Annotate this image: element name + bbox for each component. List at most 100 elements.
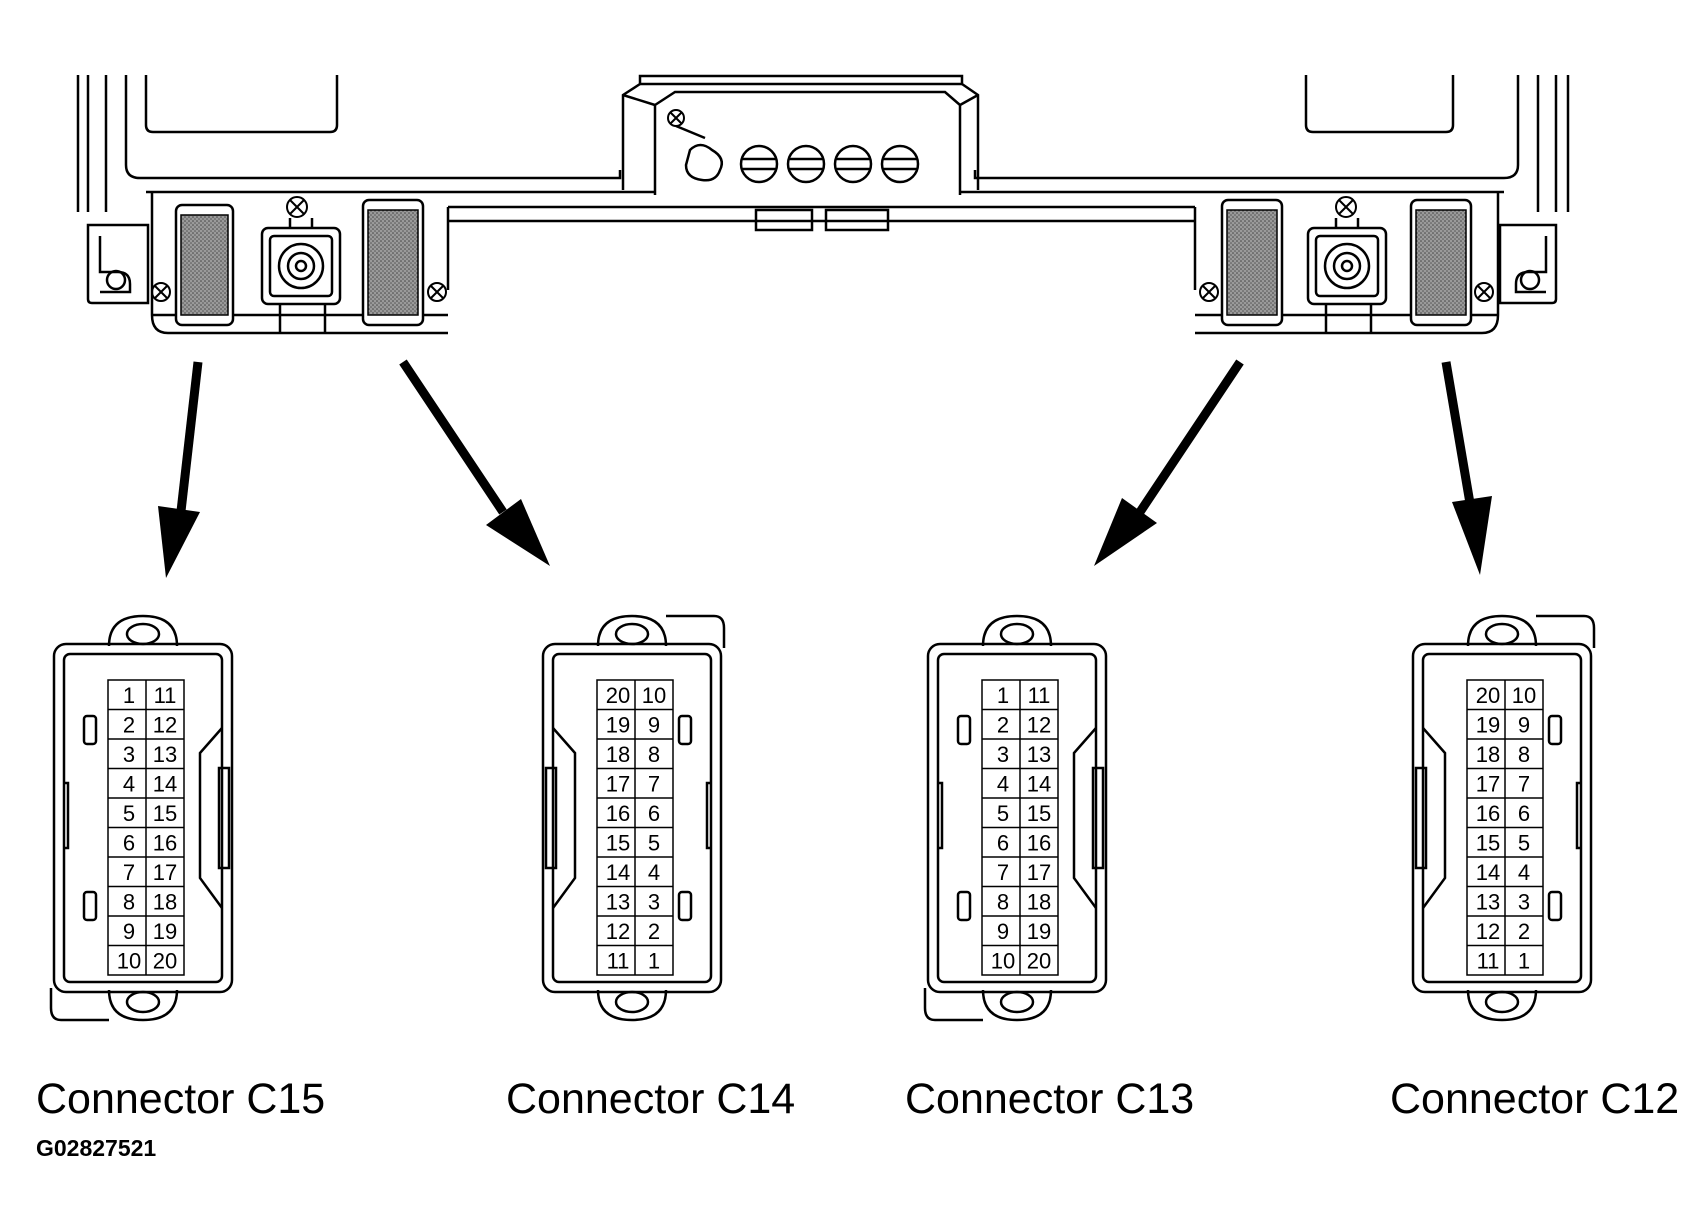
arrow-to-c14 xyxy=(399,359,550,566)
pin-6: 6 xyxy=(123,830,135,855)
pin-17: 17 xyxy=(1027,860,1051,885)
pin-16: 16 xyxy=(606,801,630,826)
pin-8: 8 xyxy=(1518,742,1530,767)
pin-16: 16 xyxy=(153,830,177,855)
pin-4: 4 xyxy=(997,771,1009,796)
pin-1: 1 xyxy=(997,683,1009,708)
arrow-to-c13 xyxy=(1094,359,1244,566)
pin-17: 17 xyxy=(1476,771,1500,796)
pin-11: 11 xyxy=(1477,948,1500,973)
pin-12: 12 xyxy=(606,919,630,944)
pin-1: 1 xyxy=(123,683,135,708)
pin-14: 14 xyxy=(1476,860,1500,885)
module-plug-c12 xyxy=(1409,198,1473,327)
pin-4: 4 xyxy=(648,860,660,885)
pin-2: 2 xyxy=(123,712,135,737)
pin-5: 5 xyxy=(997,801,1009,826)
pin-13: 13 xyxy=(153,742,177,767)
pin-3: 3 xyxy=(997,742,1009,767)
module-plug-c13 xyxy=(1220,198,1284,327)
connector-label-c12: Connector C12 xyxy=(1390,1075,1680,1123)
figure-id: G02827521 xyxy=(36,1135,157,1161)
pin-15: 15 xyxy=(606,830,630,855)
pin-5: 5 xyxy=(123,801,135,826)
pin-14: 14 xyxy=(153,771,177,796)
pin-18: 18 xyxy=(606,742,630,767)
pin-15: 15 xyxy=(1476,830,1500,855)
pin-17: 17 xyxy=(153,860,177,885)
control-module-housing xyxy=(76,74,1570,335)
pin-1: 1 xyxy=(648,948,660,973)
arrow-to-c12 xyxy=(1441,361,1492,575)
pin-11: 11 xyxy=(1028,683,1051,708)
pin-12: 12 xyxy=(1476,919,1500,944)
pin-9: 9 xyxy=(648,712,660,737)
pin-20: 20 xyxy=(153,948,177,973)
pin-13: 13 xyxy=(1476,889,1500,914)
pin-7: 7 xyxy=(997,860,1009,885)
pin-8: 8 xyxy=(123,889,135,914)
pin-3: 3 xyxy=(648,889,660,914)
pin-20: 20 xyxy=(1476,683,1500,708)
pin-7: 7 xyxy=(1518,771,1530,796)
pin-16: 16 xyxy=(1476,801,1500,826)
pin-10: 10 xyxy=(991,948,1015,973)
pin-11: 11 xyxy=(154,683,177,708)
pin-6: 6 xyxy=(648,801,660,826)
pin-13: 13 xyxy=(1027,742,1051,767)
pin-15: 15 xyxy=(1027,801,1051,826)
pin-16: 16 xyxy=(1027,830,1051,855)
pin-12: 12 xyxy=(153,712,177,737)
pin-11: 11 xyxy=(607,948,630,973)
pin-7: 7 xyxy=(123,860,135,885)
pin-6: 6 xyxy=(997,830,1009,855)
pin-4: 4 xyxy=(1518,860,1530,885)
arrow-to-c15 xyxy=(158,361,203,578)
pin-9: 9 xyxy=(997,919,1009,944)
pin-19: 19 xyxy=(1027,919,1051,944)
pin-2: 2 xyxy=(1518,919,1530,944)
pin-2: 2 xyxy=(997,712,1009,737)
pin-6: 6 xyxy=(1518,801,1530,826)
connector-label-c15: Connector C15 xyxy=(36,1075,326,1123)
pin-17: 17 xyxy=(606,771,630,796)
pin-8: 8 xyxy=(997,889,1009,914)
pin-18: 18 xyxy=(1476,742,1500,767)
pin-18: 18 xyxy=(153,889,177,914)
connector-label-c14: Connector C14 xyxy=(506,1075,796,1123)
pin-14: 14 xyxy=(1027,771,1051,796)
pin-5: 5 xyxy=(1518,830,1530,855)
pin-20: 20 xyxy=(606,683,630,708)
pin-19: 19 xyxy=(606,712,630,737)
pin-19: 19 xyxy=(1476,712,1500,737)
pin-4: 4 xyxy=(123,771,135,796)
pin-8: 8 xyxy=(648,742,660,767)
pin-15: 15 xyxy=(153,801,177,826)
pin-10: 10 xyxy=(642,683,666,708)
pin-2: 2 xyxy=(648,919,660,944)
connector-label-c13: Connector C13 xyxy=(905,1075,1195,1123)
pin-13: 13 xyxy=(606,889,630,914)
pin-1: 1 xyxy=(1518,948,1530,973)
pin-10: 10 xyxy=(1512,683,1536,708)
pin-14: 14 xyxy=(606,860,630,885)
module-plug-c14 xyxy=(361,198,425,327)
pin-10: 10 xyxy=(117,948,141,973)
pin-9: 9 xyxy=(1518,712,1530,737)
pin-7: 7 xyxy=(648,771,660,796)
module-plug-c15 xyxy=(174,203,235,327)
pin-9: 9 xyxy=(123,919,135,944)
pin-20: 20 xyxy=(1027,948,1051,973)
pin-18: 18 xyxy=(1027,889,1051,914)
pin-3: 3 xyxy=(123,742,135,767)
pin-3: 3 xyxy=(1518,889,1530,914)
pin-5: 5 xyxy=(648,830,660,855)
